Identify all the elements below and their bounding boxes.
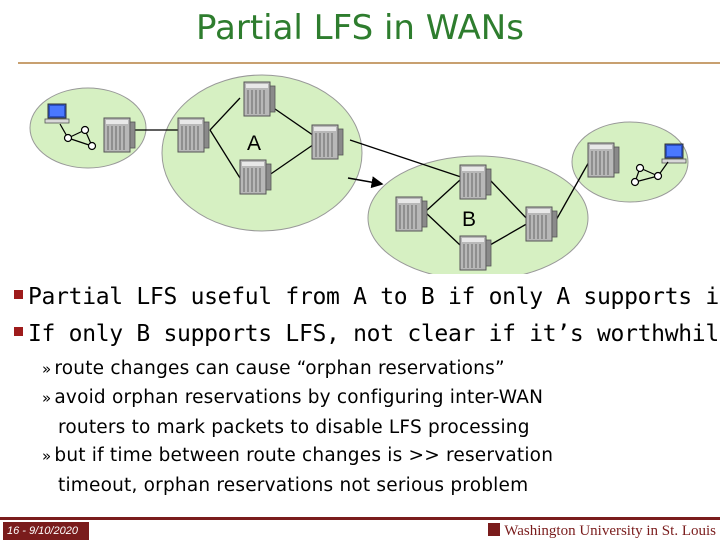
router-icon <box>239 159 272 195</box>
network-b-label: B <box>462 208 476 231</box>
title-divider <box>18 62 720 64</box>
shield-icon <box>488 523 501 536</box>
sub-bullet-marker: » <box>42 389 52 407</box>
router-icon <box>103 117 136 153</box>
sub-bullet-item: »route changes can cause “orphan reserva… <box>42 354 505 384</box>
computer-icon <box>44 103 70 124</box>
bullet-text: Partial LFS useful from A to B if only A… <box>28 284 720 310</box>
sub-bullet-marker: » <box>42 360 52 378</box>
sub-bullet-item: »avoid orphan reservations by configurin… <box>42 383 543 442</box>
router-icon <box>459 235 492 271</box>
network-right <box>571 121 689 203</box>
network-diagram: A B <box>29 74 689 274</box>
sub-bullet-continuation: routers to mark packets to disable LFS p… <box>58 417 530 438</box>
footer-divider <box>0 517 720 520</box>
bullet-marker <box>14 290 23 299</box>
bullet-item: Partial LFS useful from A to B if only A… <box>14 284 720 310</box>
router-icon <box>587 142 620 178</box>
network-a-label: A <box>247 132 261 155</box>
slide-title: Partial LFS in WANs <box>196 8 524 48</box>
router-icon <box>177 117 210 153</box>
bullet-item: If only B supports LFS, not clear if it’… <box>14 321 720 347</box>
router-icon <box>525 206 558 242</box>
sub-bullet-item: »but if time between route changes is >>… <box>42 441 553 500</box>
network-b <box>367 155 589 274</box>
university-name: Washington University in St. Louis <box>504 523 716 539</box>
slide-number-date: 16 - 9/10/2020 <box>3 522 89 540</box>
sub-bullet-text: but if time between route changes is >> … <box>54 445 554 466</box>
sub-bullet-text: avoid orphan reservations by configuring… <box>54 387 544 408</box>
footer: 16 - 9/10/2020 Washington University in … <box>0 517 720 540</box>
network-a <box>161 74 363 232</box>
sub-bullet-continuation: timeout, orphan reservations not serious… <box>58 475 529 496</box>
computer-icon <box>661 143 687 164</box>
router-icon <box>459 164 492 200</box>
bullet-marker <box>14 327 23 336</box>
router-icon <box>395 196 428 232</box>
router-icon <box>311 124 344 160</box>
university-logo: Washington University in St. Louis <box>488 522 716 540</box>
arrow-icon <box>347 176 384 189</box>
sub-bullet-marker: » <box>42 447 52 465</box>
sub-bullet-text: route changes can cause “orphan reservat… <box>54 358 505 379</box>
host-network-right <box>630 143 687 187</box>
bullet-text: If only B supports LFS, not clear if it’… <box>28 321 720 347</box>
host-network-left <box>44 103 97 151</box>
router-icon <box>243 81 276 117</box>
